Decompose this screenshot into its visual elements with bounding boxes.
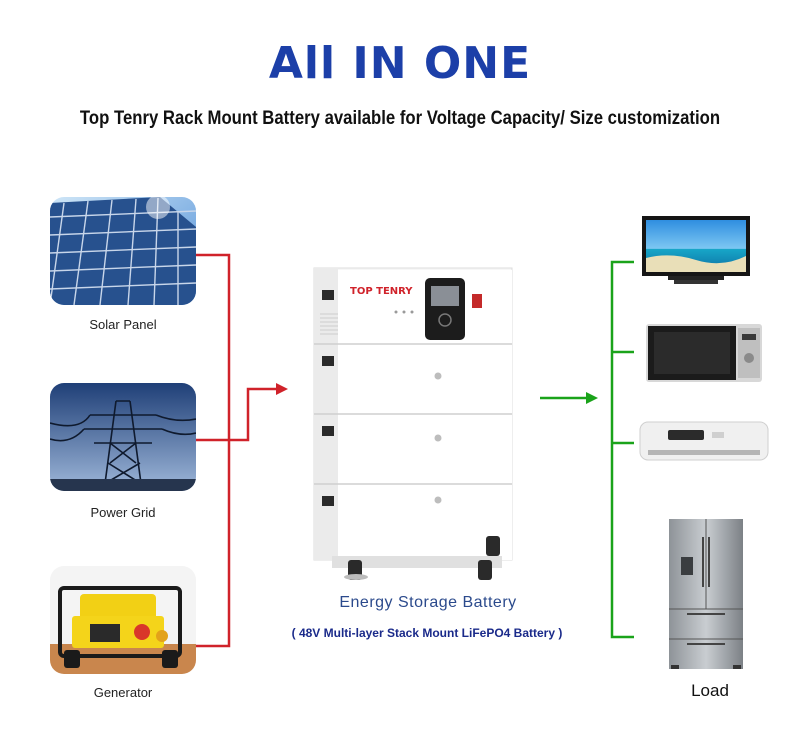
- page-title: All IN ONE: [268, 38, 532, 89]
- input-lines: [196, 253, 276, 648]
- generator-label: Generator: [93, 685, 153, 700]
- solar-line: [196, 253, 231, 648]
- microwave-icon: [644, 322, 764, 384]
- input-feed-line: [229, 387, 276, 442]
- air-conditioner-icon: [638, 420, 770, 464]
- energy-storage-battery-image: TOP TENRY: [308, 264, 518, 584]
- input-arrow-icon: [276, 383, 288, 395]
- power-grid-label: Power Grid: [90, 505, 156, 520]
- battery-sublabel: ( 48V Multi-layer Stack Mount LiFePO4 Ba…: [291, 626, 563, 640]
- output-lines: [540, 260, 634, 639]
- load-label: Load: [691, 681, 729, 700]
- power-grid-image: [50, 383, 196, 491]
- battery-brand-logo: TOP TENRY: [350, 286, 413, 297]
- solar-panel-image: [50, 197, 196, 305]
- generator-image: [50, 566, 196, 674]
- page-subtitle: Top Tenry Rack Mount Battery available f…: [79, 108, 721, 129]
- refrigerator-icon: [667, 517, 745, 671]
- solar-panel-label: Solar Panel: [89, 317, 157, 332]
- output-arrow-icon: [586, 392, 598, 404]
- television-icon: [640, 214, 752, 288]
- battery-label: Energy Storage Battery: [339, 594, 517, 611]
- load-bus-line: [610, 260, 634, 639]
